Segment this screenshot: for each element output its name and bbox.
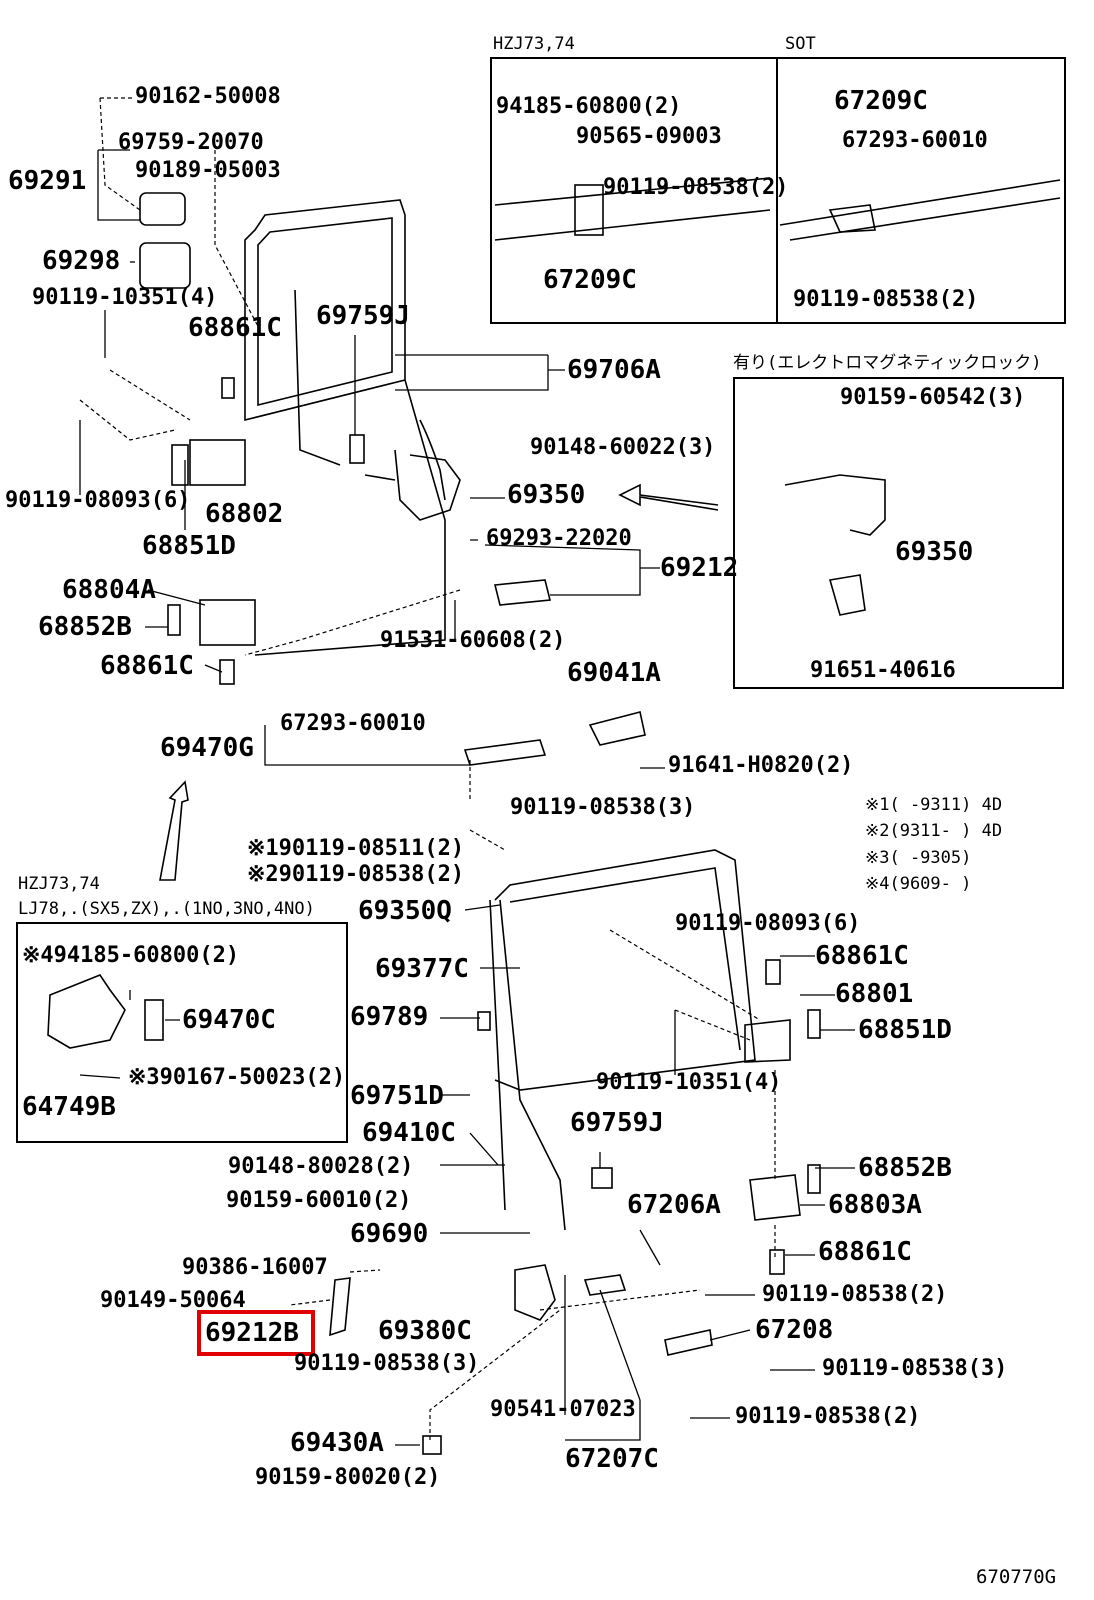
inset-heading-left-1: HZJ73,74 [18, 874, 100, 894]
part-label: 68861C [815, 941, 909, 971]
part-label: 68861C [818, 1237, 912, 1267]
part-label: 69212 [660, 553, 739, 583]
note-4: ※4(9609- ) [865, 874, 972, 894]
part-label: 91641-H0820(2) [668, 753, 854, 778]
part-label: ※390167-50023(2) [128, 1065, 346, 1090]
diagram-code: 670770G [976, 1566, 1057, 1588]
part-label: 67207C [565, 1444, 659, 1474]
part-label: 64749B [22, 1092, 116, 1122]
part-label: 69759J [316, 301, 410, 331]
part-label: 90119-10351(4) [596, 1070, 782, 1095]
part-label: ※290119-08538(2) [247, 862, 465, 887]
part-label: 67293-60010 [842, 128, 988, 153]
part-label: 90119-08093(6) [5, 488, 191, 513]
part-label: 68804A [62, 575, 156, 605]
part-label: 67208 [755, 1315, 834, 1345]
part-label: 69377C [375, 954, 469, 984]
note-2: ※2(9311- ) 4D [865, 821, 1003, 841]
part-label: 69470G [160, 733, 254, 763]
part-label: 69041A [567, 658, 661, 688]
inset-box-right [733, 377, 1064, 689]
part-label: 94185-60800(2) [496, 94, 682, 119]
part-label: 68803A [828, 1190, 922, 1220]
part-label: 90162-50008 [135, 84, 281, 109]
inset-heading-right: 有り(エレクトロマグネティックロック) [733, 353, 1042, 373]
part-label: 69298 [42, 246, 121, 276]
note-3: ※3( -9305) [865, 848, 972, 868]
part-label: 90119-08538(2) [762, 1282, 948, 1307]
inset-box-left [16, 922, 348, 1143]
part-label: 90159-80020(2) [255, 1465, 441, 1490]
part-label: 69410C [362, 1118, 456, 1148]
part-label: 68852B [858, 1153, 952, 1183]
part-label: 68801 [835, 979, 914, 1009]
part-label: 90189-05003 [135, 158, 281, 183]
part-label: 67206A [627, 1190, 721, 1220]
part-label: 69759J [570, 1108, 664, 1138]
part-label: 68861C [100, 651, 194, 681]
part-label: 69706A [567, 355, 661, 385]
part-label: 69291 [8, 166, 87, 196]
part-label: 90159-60542(3) [840, 385, 1026, 410]
part-label: 69430A [290, 1428, 384, 1458]
part-label: 69380C [378, 1316, 472, 1346]
part-label: 90386-16007 [182, 1255, 328, 1280]
part-label: 69212B [205, 1318, 299, 1348]
part-label: 69350 [507, 480, 586, 510]
part-label: 90119-08538(3) [510, 795, 696, 820]
part-label: 90119-08538(2) [603, 175, 789, 200]
part-label: 68861C [188, 313, 282, 343]
note-1: ※1( -9311) 4D [865, 795, 1003, 815]
part-label: 69690 [350, 1219, 429, 1249]
part-label: 90159-60010(2) [226, 1188, 412, 1213]
part-label: 69759-20070 [118, 130, 264, 155]
inset-heading-top-left: HZJ73,74 [493, 34, 575, 54]
part-label: ※494185-60800(2) [22, 943, 240, 968]
part-label: 69350 [895, 537, 974, 567]
part-label: 68852B [38, 612, 132, 642]
part-label: 69293-22020 [486, 526, 632, 551]
inset-divider [776, 57, 778, 322]
part-label: 90149-50064 [100, 1288, 246, 1313]
part-label: 69470C [182, 1005, 276, 1035]
part-label: 90119-08538(2) [735, 1404, 921, 1429]
part-label: 90119-08093(6) [675, 911, 861, 936]
part-label: 68851D [142, 531, 236, 561]
part-label: 69789 [350, 1002, 429, 1032]
inset-heading-top-right: SOT [785, 34, 816, 54]
part-label: 67293-60010 [280, 711, 426, 736]
part-label: 90119-10351(4) [32, 285, 218, 310]
part-label: 68802 [205, 499, 284, 529]
part-label: 67209C [834, 86, 928, 116]
part-label: 68851D [858, 1015, 952, 1045]
part-label: 90148-60022(3) [530, 435, 716, 460]
inset-box-top [490, 57, 1066, 324]
inset-heading-left-2: LJ78,.(SX5,ZX),.(1NO,3NO,4NO) [18, 899, 315, 919]
part-label: 91651-40616 [810, 658, 956, 683]
part-label: 90565-09003 [576, 124, 722, 149]
part-label: 90119-08538(3) [294, 1351, 480, 1376]
part-label: 67209C [543, 265, 637, 295]
part-label: 69350Q [358, 896, 452, 926]
part-label: 90119-08538(2) [793, 287, 979, 312]
part-label: 90148-80028(2) [228, 1154, 414, 1179]
part-label: 69751D [350, 1081, 444, 1111]
part-label: ※190119-08511(2) [247, 836, 465, 861]
highlight-box [197, 1310, 315, 1356]
part-label: 90119-08538(3) [822, 1356, 1008, 1381]
part-label: 91531-60608(2) [380, 628, 566, 653]
part-label: 90541-07023 [490, 1397, 636, 1422]
